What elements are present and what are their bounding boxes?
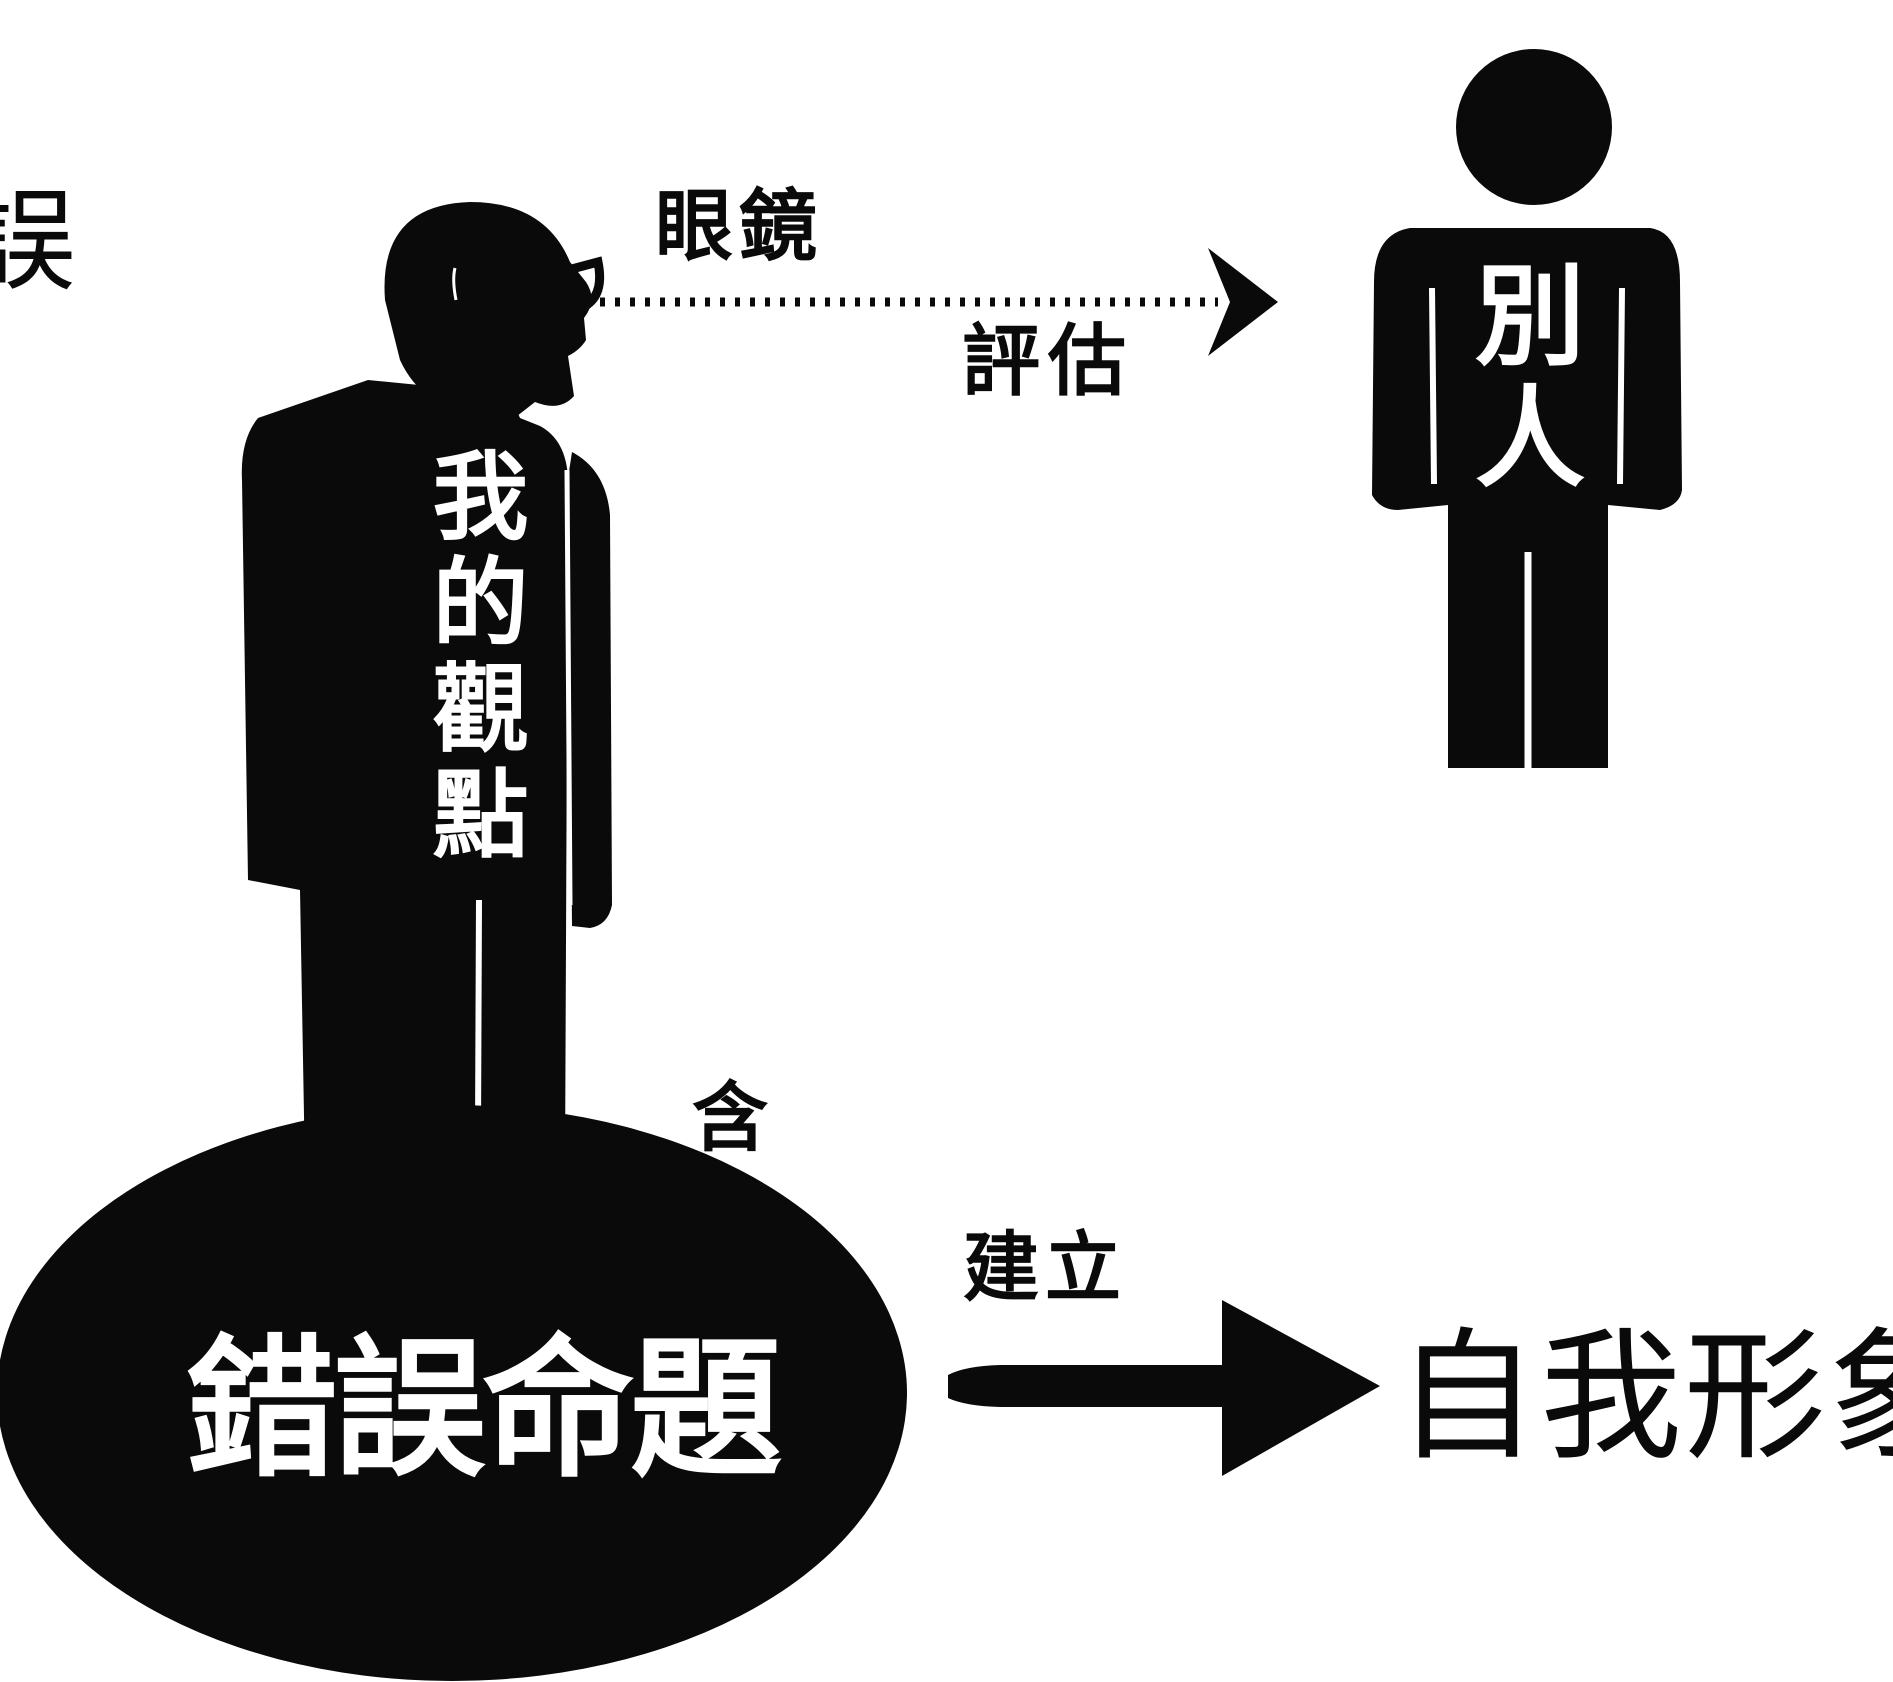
glasses-icon [566,256,605,310]
evaluate-arrow [600,248,1278,356]
other-person-left-arm-line [1429,287,1437,485]
person-head [384,202,592,426]
others-label: 別人 [1456,258,1584,502]
establish-arrowhead [1222,1300,1380,1476]
false-proposition-ellipse [0,1105,907,1681]
my-viewpoint-label: 我的觀點 [416,446,528,870]
arm-divider [564,469,573,906]
person-back [241,380,569,1172]
self-image-label: 自我形象 [1396,1315,1893,1480]
other-person-head [1456,49,1612,205]
establish-label: 建立 [963,1223,1127,1312]
person-silhouette [241,202,612,1172]
evaluate-label: 評估 [962,317,1135,407]
establish-arrow [948,1300,1380,1476]
person-arm [568,452,612,928]
leg-divider [475,899,482,1133]
cut-off-label: 誤 [0,177,76,307]
other-person-body [1372,228,1682,768]
establish-arrow-shaft [948,1365,1228,1407]
contain-label: 含 [692,1073,768,1162]
face-highlight [452,267,458,301]
other-person-figure [1372,49,1682,768]
other-person-right-arm-line [1617,287,1625,485]
evaluate-arrowhead [1208,248,1278,356]
glasses-label: 眼鏡 [655,182,824,272]
false-proposition-label: 錯誤命題 [186,1321,782,1498]
